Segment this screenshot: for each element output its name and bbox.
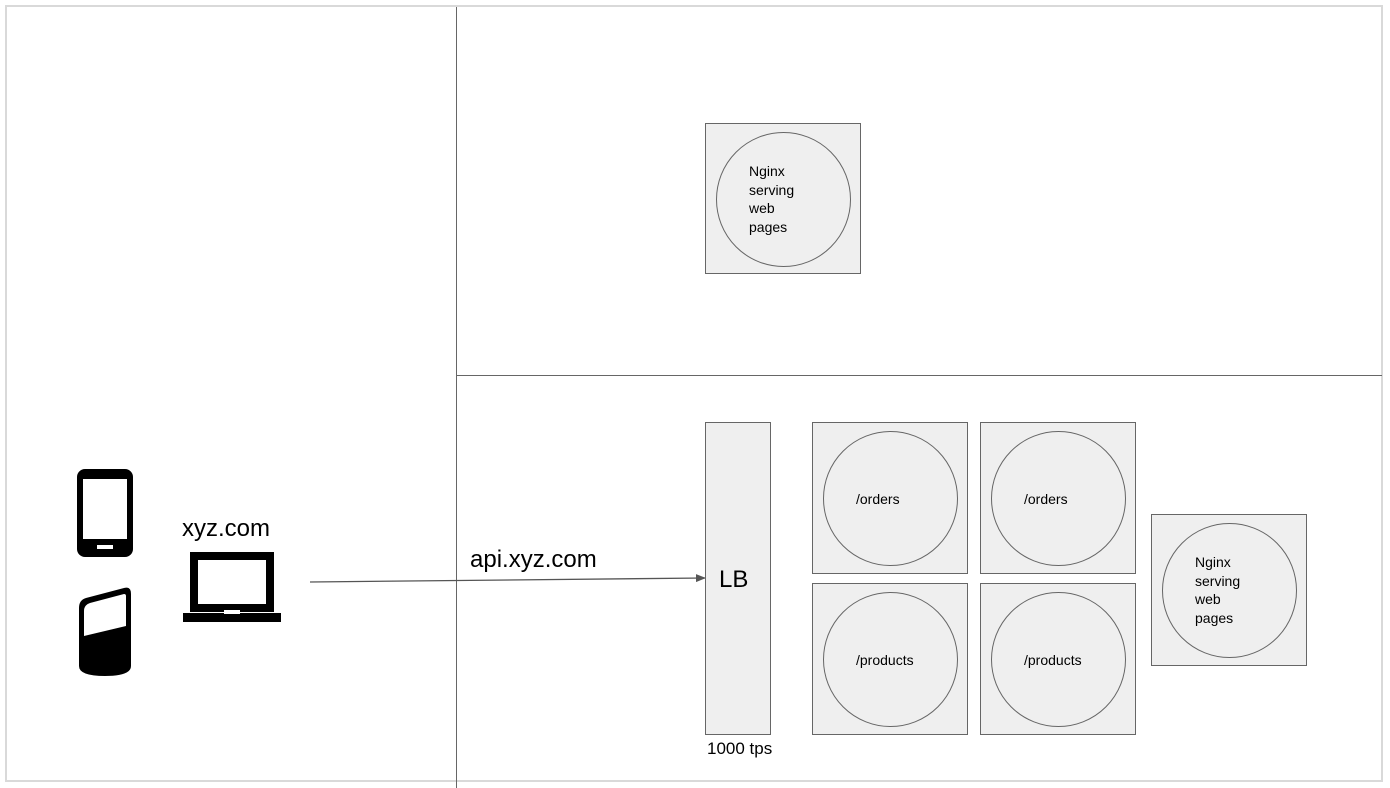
orders-service-circle-1 [823,431,958,566]
products-service-label-2: /products [1024,652,1082,668]
nginx-top-circle [716,132,851,267]
orders-service-label-2: /orders [1024,491,1068,507]
section-divider [456,375,1382,376]
load-balancer: LB [705,422,771,735]
phone-icon [77,469,133,557]
api-domain-label: api.xyz.com [470,546,597,573]
nginx-bottom-node: Nginx serving web pages [1151,514,1307,666]
diagram-frame [5,5,1383,782]
nginx-top-label: Nginx serving web pages [749,163,795,235]
products-service-circle-1 [823,592,958,727]
orders-service-node-2: /orders [980,422,1136,574]
nginx-bottom-circle [1162,523,1297,658]
products-service-circle-2 [991,592,1126,727]
smart-speaker-icon [79,587,131,676]
orders-service-label-1: /orders [856,491,900,507]
client-domain-label: xyz.com [182,515,271,542]
products-service-node-2: /products [980,583,1136,735]
nginx-bottom-label: Nginx serving web pages [1195,554,1241,626]
throughput-label: 1000 tps [707,739,773,758]
products-service-label-1: /products [856,652,914,668]
products-service-node-1: /products [812,583,968,735]
orders-service-node-1: /orders [812,422,968,574]
nginx-top-node: Nginx serving web pages [705,123,861,274]
client-zone-divider [456,7,457,788]
load-balancer-label: LB [719,566,749,593]
orders-service-circle-2 [991,431,1126,566]
laptop-icon [183,552,281,622]
